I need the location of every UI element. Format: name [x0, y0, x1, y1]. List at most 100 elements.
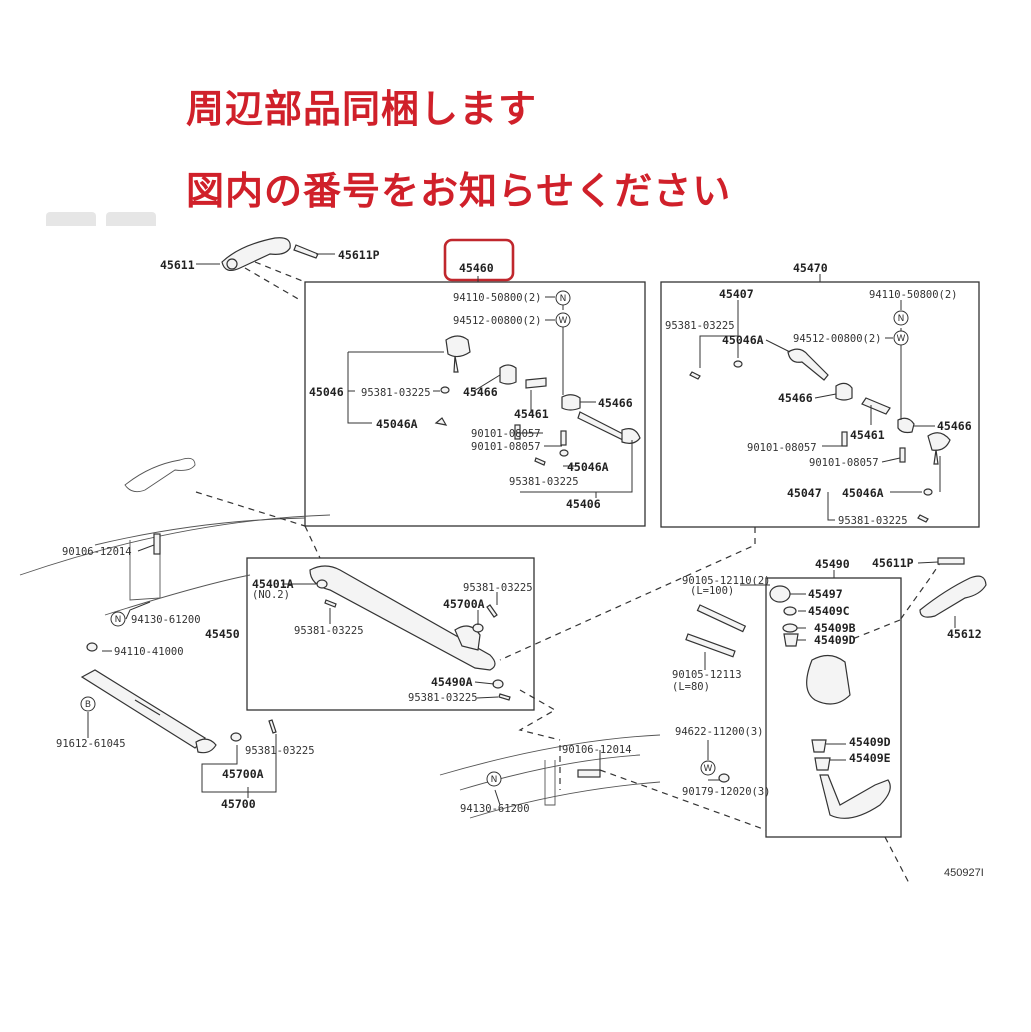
- part-45497: [769, 585, 791, 603]
- bolt-90105-2: [685, 633, 736, 658]
- part-45466-r1: [835, 382, 853, 401]
- bolt-45611P: [937, 557, 965, 565]
- label-90105: 90105-12113: [672, 669, 742, 681]
- highlight-45460: [443, 238, 515, 282]
- label-95381: 95381-03225: [463, 582, 533, 594]
- part-45611: [221, 237, 291, 272]
- label-45466: 45466: [937, 419, 972, 433]
- symbol-w: W: [704, 764, 713, 774]
- part-nut: [492, 679, 504, 689]
- label-95381: 95381-03225: [509, 476, 579, 488]
- part-cotter: [434, 417, 448, 426]
- label-45409B: 45409B: [814, 621, 856, 635]
- label-94130: 94130-61200: [460, 803, 530, 815]
- label-45700A: 45700A: [222, 767, 264, 781]
- label-94110: 94110-50800(2): [453, 292, 542, 304]
- part-nut: [86, 642, 98, 652]
- bolt-90101: [560, 430, 567, 446]
- label-90101: 90101-08057: [747, 442, 817, 454]
- bolt-90106: [577, 769, 601, 778]
- symbol-w: W: [559, 316, 568, 326]
- label-45046A: 45046A: [722, 333, 764, 347]
- bolt-45611P: [293, 244, 319, 259]
- label-90105: 90105-12110(2): [682, 575, 771, 587]
- placeholder-tab-2: [106, 212, 156, 226]
- figure-id: 450927I: [944, 867, 984, 879]
- label-45466: 45466: [778, 391, 813, 405]
- part-45407: [787, 348, 829, 381]
- dash-leader: [195, 491, 306, 527]
- frame-curve: [469, 781, 661, 819]
- banner-line-2: 図内の番号をお知らせください: [186, 169, 732, 213]
- part-45450-rod: [309, 565, 496, 671]
- frame-curve: [104, 574, 251, 616]
- frame-curve: [439, 734, 661, 776]
- part-45409B: [782, 623, 798, 633]
- part-45409D-2: [811, 739, 827, 753]
- part-nut: [316, 579, 328, 589]
- label-95381: 95381-03225: [838, 515, 908, 527]
- symbol-n-circle: [555, 290, 571, 306]
- part-45466-l1: [499, 364, 517, 385]
- part-45046: [445, 335, 471, 358]
- part-45700-body: [134, 699, 161, 716]
- part-45490-bracket: [806, 654, 851, 705]
- label-90179: 90179-12020(3): [682, 786, 771, 798]
- bolt-90101: [841, 431, 848, 447]
- placeholder-tab-1: [46, 212, 96, 226]
- label-45046A: 45046A: [376, 417, 418, 431]
- label-45046A: 45046A: [567, 460, 609, 474]
- label-45461: 45461: [850, 428, 885, 442]
- label-90105-note: (L=80): [672, 681, 710, 693]
- symbol-b-circle: [80, 696, 96, 712]
- label-45460: 45460: [459, 261, 494, 275]
- dash-leader: [518, 689, 561, 741]
- part-nut: [559, 449, 569, 457]
- label-45470: 45470: [793, 261, 828, 275]
- label-90101: 90101-08057: [809, 457, 879, 469]
- label-45461: 45461: [514, 407, 549, 421]
- label-45407: 45407: [719, 287, 754, 301]
- dash-leader: [254, 261, 306, 283]
- symbol-w-circle: [700, 760, 716, 776]
- banner-line-1: 周辺部品同梱します: [186, 87, 538, 131]
- part-nut: [923, 488, 933, 496]
- symbol-w-circle: [893, 330, 909, 346]
- label-45401A-note: (NO.2): [252, 589, 290, 601]
- label-94110-41000: 94110-41000: [114, 646, 184, 658]
- part-45406-rod: [577, 411, 626, 441]
- dash-leader: [899, 559, 943, 621]
- label-45046: 45046: [309, 385, 344, 399]
- part-45409D-1: [783, 633, 799, 647]
- part-nut: [472, 623, 484, 633]
- part-45461-l: [525, 377, 547, 389]
- bolt-90106: [153, 533, 161, 555]
- part-45461-r: [861, 397, 891, 415]
- label-90101: 90101-08057: [471, 441, 541, 453]
- label-94512: 94512-00800(2): [793, 333, 882, 345]
- part-45047-stud: [933, 449, 939, 465]
- label-45490: 45490: [815, 557, 850, 571]
- label-45409C: 45409C: [808, 604, 850, 618]
- bolt-90101: [514, 424, 521, 440]
- dash-leader: [599, 769, 767, 831]
- label-90106: 90106-12014: [62, 546, 132, 558]
- part-45406-end: [621, 428, 641, 444]
- label-45700A: 45700A: [443, 597, 485, 611]
- label-45611P: 45611P: [338, 248, 380, 262]
- symbol-n-circle: [893, 310, 909, 326]
- label-90105-note: (L=100): [690, 585, 734, 597]
- dash-leader: [884, 836, 911, 886]
- label-45401A: 45401A: [252, 577, 294, 591]
- box-45450: [246, 557, 535, 711]
- frame-curve: [19, 514, 331, 576]
- dash-leader: [304, 525, 321, 559]
- label-94512: 94512-00800(2): [453, 315, 542, 327]
- part-45490-arm: [819, 774, 891, 819]
- label-45497: 45497: [808, 587, 843, 601]
- label-45611: 45611: [160, 258, 195, 272]
- label-95381: 95381-03225: [361, 387, 431, 399]
- symbol-w: W: [897, 334, 906, 344]
- label-45046A: 45046A: [842, 486, 884, 500]
